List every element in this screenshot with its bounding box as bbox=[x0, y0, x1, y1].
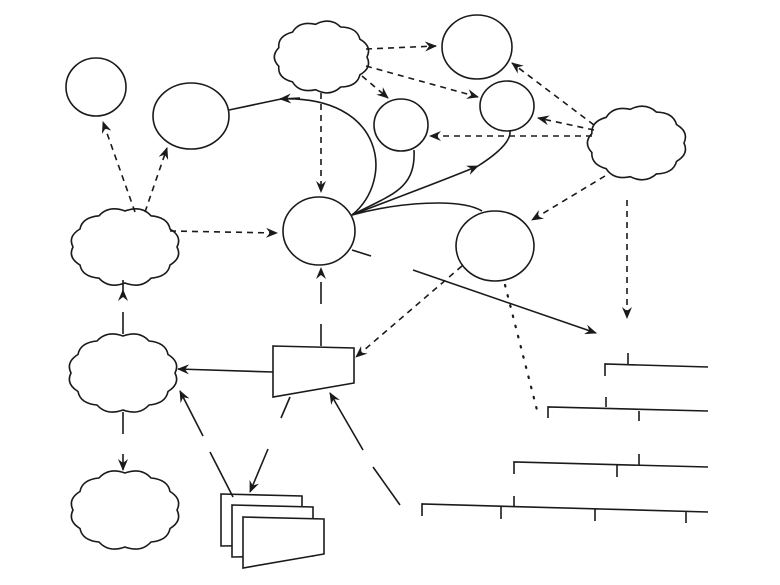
document-stack bbox=[220, 493, 325, 569]
document-page-3 bbox=[242, 516, 325, 569]
edge-hub-to-circle-mid-right bbox=[351, 165, 479, 216]
edge-cloud-top-to-circle-mid-right bbox=[365, 65, 479, 99]
edge-to-document-stack bbox=[249, 448, 269, 493]
edge-timeline-to-trapezoid-box-b bbox=[329, 392, 364, 451]
edge-circle-lower-right-to-timeline-scales bbox=[503, 283, 540, 416]
edge-circle-lower-right-to-trapezoid-box bbox=[355, 265, 463, 358]
edge-hub-to-circle-left bbox=[228, 98, 377, 216]
cloud-left-upper bbox=[70, 208, 180, 286]
edge-timeline-to-trapezoid-box-a bbox=[372, 466, 401, 506]
scale-bar-3 bbox=[513, 454, 709, 477]
circle-left bbox=[152, 82, 230, 150]
timeline-scales bbox=[421, 353, 709, 523]
circle-lower-right bbox=[455, 210, 535, 282]
scale-bar-2 bbox=[547, 397, 709, 421]
scale-bar-4 bbox=[421, 496, 709, 523]
cloud-right bbox=[586, 105, 687, 181]
edge-hub-to-circle-small-center bbox=[351, 149, 415, 216]
edge-cloud-top-to-circle-small-center bbox=[361, 75, 389, 99]
edge-cloud-left-upper-to-circle-left bbox=[144, 147, 169, 213]
edge-hub-to-circle-mid-right-tail bbox=[477, 130, 511, 167]
edge-document-stack-to-cloud-left-middle-a bbox=[209, 451, 234, 498]
edge-cloud-left-upper-to-circle-center-hub bbox=[169, 227, 278, 238]
cloud-left-bottom bbox=[70, 470, 180, 550]
edge-hub-to-timeline-scales bbox=[412, 269, 597, 335]
circle-top-right bbox=[441, 14, 513, 80]
edge-cloud-right-to-circle-lower-right bbox=[531, 175, 606, 221]
edge-hub-to-circle-lower-right bbox=[351, 202, 483, 216]
edge-cloud-right-to-circle-mid-right bbox=[537, 115, 595, 131]
cloud-left-middle bbox=[68, 333, 178, 413]
circle-small-center bbox=[373, 98, 429, 152]
edge-trapezoid-box-to-cloud-left-middle bbox=[177, 364, 274, 375]
edge-cloud-left-upper-to-circle-far-left bbox=[101, 121, 136, 213]
edge-document-stack-to-cloud-left-middle-b bbox=[179, 390, 204, 437]
edge-cloud-top-to-circle-top-right bbox=[365, 41, 437, 52]
circle-mid-right bbox=[479, 80, 535, 132]
edge-hub-tail bbox=[351, 249, 372, 257]
edge-trapezoid-box-tail bbox=[280, 396, 291, 419]
trapezoid-box bbox=[272, 345, 355, 398]
circle-center-hub bbox=[282, 196, 356, 266]
scale-bar-1 bbox=[604, 353, 709, 376]
cloud-top bbox=[273, 20, 370, 94]
circle-far-left bbox=[65, 57, 127, 117]
edge-hub-arrow-left bbox=[279, 93, 301, 104]
